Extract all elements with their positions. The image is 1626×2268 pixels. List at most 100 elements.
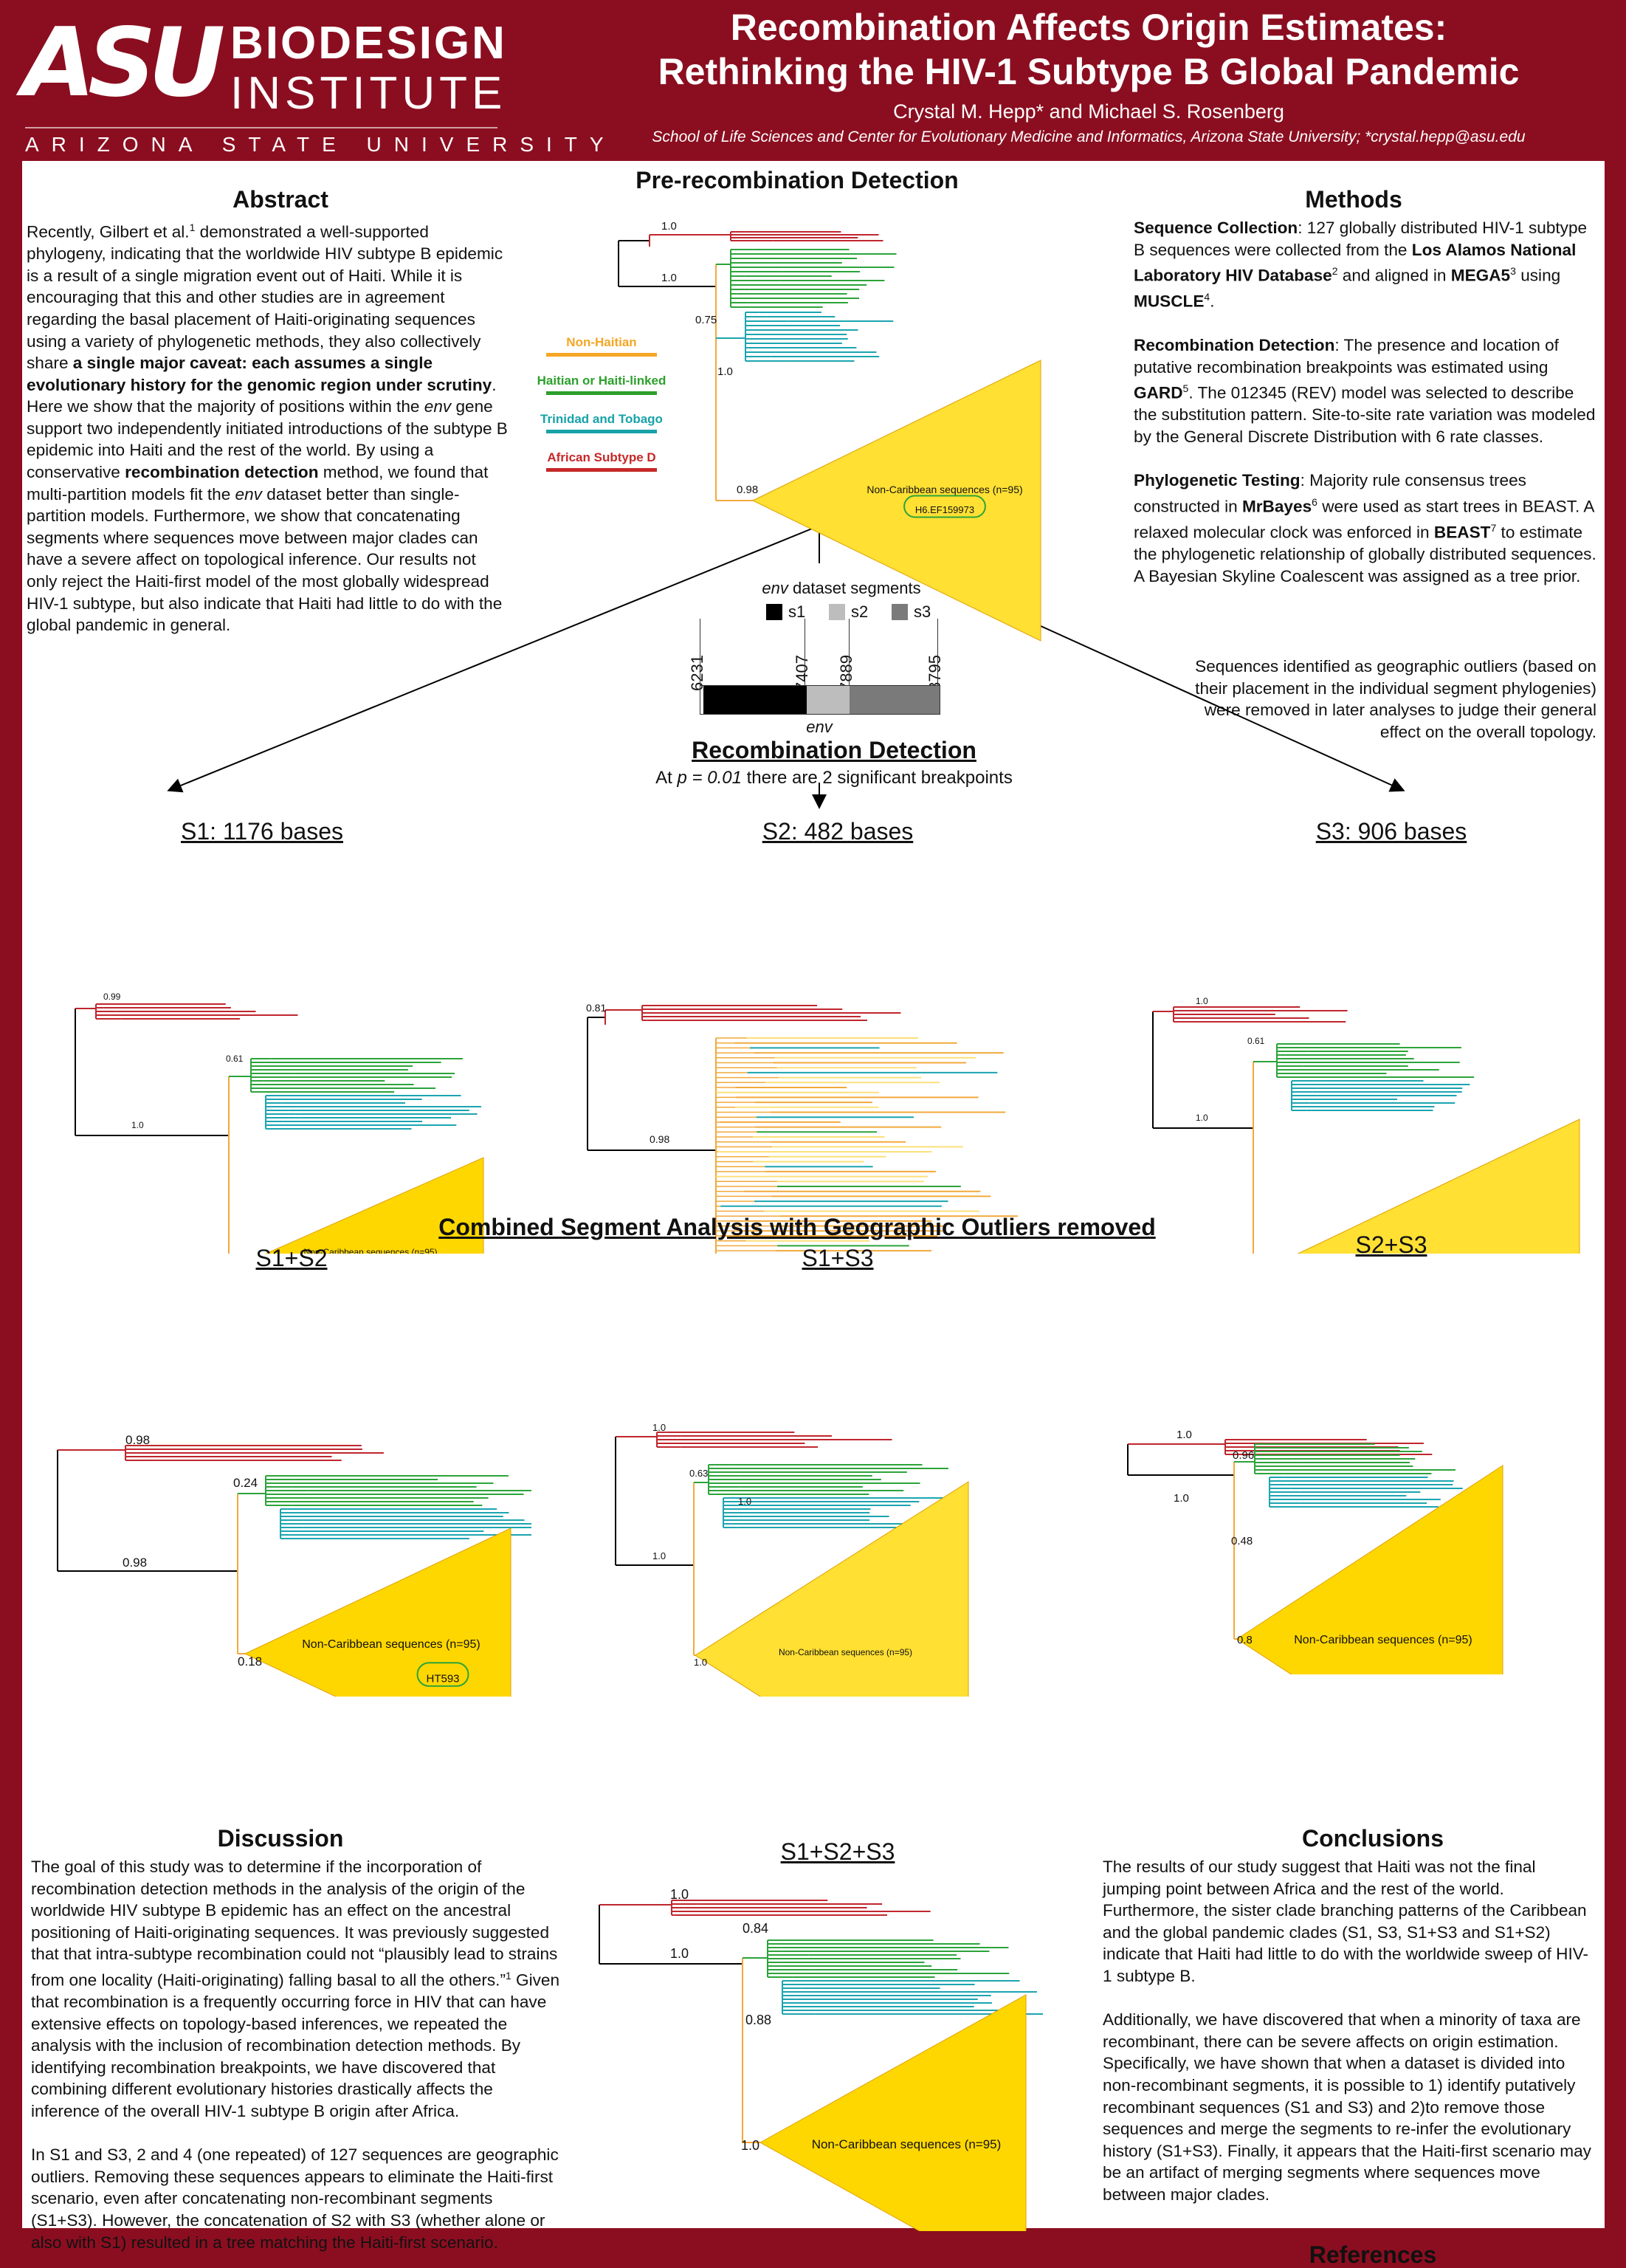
tree-s1s2-heading: S1+S2 [255,1245,328,1271]
methods-pt2: were used as start trees in BEAST. A rel… [1134,497,1594,542]
recomb-subtitle: At p = 0.01 there are 2 significant brea… [539,768,1129,788]
abstract-text: Recently, Gilbert et al.1 demonstrated a… [27,217,510,636]
tree-s2: 0.810.98 [586,1002,1018,1254]
abstract-b1: a single major caveat: each assumes a si… [27,354,492,394]
support-value: 1.0 [1196,996,1208,1006]
methods-sc-s1: 2 [1332,265,1338,278]
poster-title-line-1: Recombination Affects Origin Estimates: [730,7,1447,48]
support-value: 0.18 [238,1654,262,1669]
segment-tick [937,619,938,685]
methods-rd-b1: GARD [1134,383,1183,402]
references-heading: References [1309,2241,1437,2268]
combined-heading: Combined Segment Analysis with Geographi… [438,1214,1156,1240]
methods-text: Sequence Collection: 127 globally distri… [1134,217,1600,587]
support-value: 0.75 [695,314,717,326]
legend-swatch [546,468,657,472]
abstract-i2: env [235,484,262,504]
segment-label: s2 [851,602,869,621]
discussion-heading: Discussion [217,1825,344,1852]
non-caribbean-triangle [244,1528,511,1697]
support-value: 0.98 [737,484,758,496]
support-value: 1.0 [741,2138,759,2153]
clade-label: Non-Caribbean sequences (n=95) [867,484,1022,495]
legend-item: African Subtype D [513,450,690,472]
clade-label: Non-Caribbean sequences (n=95) [779,1647,912,1657]
abstract-heading: Abstract [232,186,328,213]
non-caribbean-triangle [265,1157,484,1254]
outliers-note: Sequences identified as geographic outli… [1195,657,1596,741]
methods-rd-label: Recombination Detection [1134,336,1335,355]
abstract-t4: gene support two independently initiated… [27,397,508,482]
support-value: 1.0 [670,1946,689,1961]
methods-sc-label: Sequence Collection [1134,219,1298,237]
discussion-p2: In S1 and S3, 2 and 4 (one repeated) of … [31,2145,559,2252]
support-value: 1.0 [661,220,677,233]
segment-swatch [766,604,782,620]
support-value: 1.0 [661,272,677,284]
segment-s3-block [850,686,940,714]
branch-to-s1-arrow [167,525,820,793]
poster-affiliation: School of Life Sciences and Center for E… [652,128,1526,145]
methods-pt1: : Majority rule consensus trees construc… [1134,471,1526,516]
support-value: 0.8 [1237,1634,1253,1646]
methods-pt-s2: 7 [1490,521,1497,534]
discussion-p1-sup: 1 [505,1969,511,1982]
logo-line-2: INSTITUTE [230,68,507,119]
methods-pt-b1: MrBayes [1241,497,1312,516]
tree-s1: 0.990.611.00.51Non-Caribbean sequences (… [75,992,484,1254]
support-value: 1.0 [670,1887,689,1902]
support-value: 1.0 [1177,1429,1192,1441]
legend-item: Non-Haitian [513,335,690,357]
recomb-rest: there are 2 significant breakpoints [741,768,1013,788]
segment-legend-item: s1 [766,602,805,622]
methods-sc-b2: MEGA5 [1450,266,1511,285]
segment-legend: s1 s2 s3 [751,602,943,625]
segment-label: s3 [914,602,931,621]
non-caribbean-triangle [1297,1118,1580,1254]
conclusions-heading: Conclusions [1301,1825,1444,1852]
abstract-t2: demonstrated a well-supported phylogeny,… [27,222,503,373]
support-value: 1.0 [1174,1492,1189,1505]
abstract-sup1: 1 [189,221,196,233]
non-caribbean-triangle [1236,1465,1503,1674]
methods-rd-s1: 5 [1182,382,1189,395]
support-value: 1.0 [694,1657,707,1668]
legend-item: Trinidad and Tobago [513,412,690,433]
tree-s2-heading: S2: 482 bases [762,818,914,845]
support-value: 0.48 [1231,1535,1253,1547]
support-value: 0.61 [226,1054,244,1064]
methods-sc3: using [1515,266,1561,285]
recomb-p: p = 0.01 [677,768,742,788]
conclusions-p1: The results of our study suggest that Ha… [1103,1858,1589,1985]
segments-title-italic: env [762,579,788,597]
support-value: 1.0 [738,1496,751,1507]
segment-legend-title: env dataset segments [731,579,952,598]
legend-label: Trinidad and Tobago [540,412,663,426]
methods-sc-b1: Los Alamos National Laboratory HIV Datab… [1134,240,1577,285]
segment-swatch [892,604,908,620]
clade-label: Non-Caribbean sequences (n=95) [303,1247,437,1254]
legend-swatch [546,391,657,395]
support-value: 0.61 [1247,1036,1265,1046]
clade-label: Non-Caribbean sequences (n=95) [1294,1634,1472,1646]
methods-sc1: : 127 globally distributed HIV-1 subtype… [1134,219,1588,259]
segment-legend-item: s2 [829,602,868,622]
asu-biodesign-logo: ASU BIODESIGN INSTITUTE ARIZONA STATE UN… [22,16,604,157]
methods-pt3: to estimate the phylogenetic relationshi… [1134,523,1596,585]
poster-authors: Crystal M. Hepp* and Michael S. Rosenber… [893,100,1284,123]
highlight-sequence-id: H6.EF159973 [915,504,974,515]
segment-swatch [829,604,845,620]
logo-divider [25,127,497,128]
legend-swatch [546,353,657,357]
segment-s1-block [703,686,807,714]
abstract-i1: env [424,397,452,416]
poster-header: ASU BIODESIGN INSTITUTE ARIZONA STATE UN… [0,0,1626,161]
support-value: 0.24 [233,1476,258,1490]
non-caribbean-triangle [751,360,1041,642]
abstract-t1: Recently, Gilbert et al. [27,222,190,241]
tree-s123-heading: S1+S2+S3 [780,1838,895,1865]
abstract-t6: dataset better than single-partition mod… [27,484,503,635]
env-gene-label: env [806,718,833,736]
